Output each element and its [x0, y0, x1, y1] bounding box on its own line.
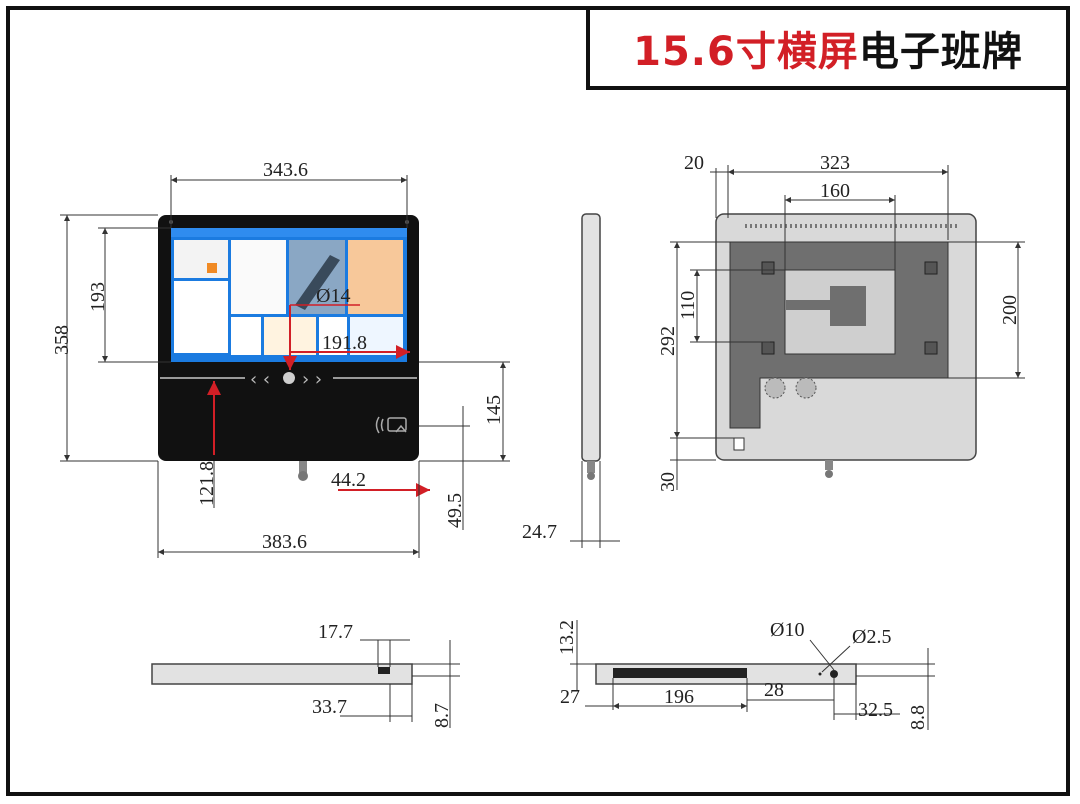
dim-back-width: 323	[820, 152, 850, 174]
dim-196: 196	[664, 686, 694, 708]
dim-dia-2-5: Ø2.5	[852, 626, 891, 648]
side-knob-head	[587, 472, 595, 480]
bracket-inner	[830, 286, 866, 326]
dim-back-110: 110	[677, 291, 699, 320]
nav-arrows-left: ‹ ‹	[250, 369, 270, 390]
screen-tile-4	[348, 240, 403, 314]
dim-27: 27	[560, 686, 580, 708]
title-rest: 电子班牌	[858, 29, 1023, 75]
title-highlight: 15.6寸横屏	[633, 29, 859, 75]
dim-side-depth: 24.7	[522, 521, 557, 543]
dim-28: 28	[764, 679, 784, 701]
speaker-left	[764, 377, 786, 399]
dim-nfc-vertical: 145	[483, 395, 505, 425]
screen-tile-5	[231, 317, 261, 355]
dim-front-width-top: 343.6	[263, 159, 308, 181]
front-view: ‹ ‹ › › 343.6 358 193 Ø14	[51, 159, 510, 558]
dim-back-200: 200	[999, 295, 1021, 325]
dim-33-7: 33.7	[312, 696, 347, 718]
dim-8-7: 8.7	[431, 703, 453, 728]
dim-screen-height: 193	[87, 282, 109, 312]
dim-camera-diameter: Ø14	[316, 285, 350, 307]
speaker-right	[795, 377, 817, 399]
dim-front-height: 358	[51, 325, 73, 355]
dim-back-offset: 20	[684, 152, 704, 174]
screen-tile-8	[350, 317, 403, 355]
screen-tile-1	[174, 240, 228, 278]
dim-17-7: 17.7	[318, 621, 353, 643]
dim-back-30: 30	[657, 472, 679, 492]
dim-back-292: 292	[657, 326, 679, 356]
bottom-left-port	[378, 667, 390, 674]
dim-nfc-from-bottom: 49.5	[444, 493, 466, 528]
screen-tile-orange	[207, 263, 217, 273]
bottom-left-body	[151, 663, 413, 685]
screen-tile-2	[174, 281, 228, 353]
back-view: 323 20 160 200 110 292 30	[657, 152, 1025, 492]
dim-32-5: 32.5	[858, 699, 893, 721]
dim-bracket-width: 160	[820, 180, 850, 202]
back-knob	[825, 460, 833, 470]
dim-nfc-horizontal: 44.2	[331, 469, 366, 491]
title-box: 15.6寸横屏电子班牌	[586, 6, 1070, 90]
bottom-right-hole-2-5	[818, 672, 822, 676]
dim-camera-offset: 191.8	[322, 332, 367, 354]
mount-knob-head	[298, 471, 308, 481]
bottom-right-slot	[613, 668, 747, 678]
side-body	[581, 213, 601, 462]
nfc-icon	[375, 416, 407, 434]
screen-photo-bird	[295, 255, 340, 310]
dim-dia-10: Ø10	[770, 619, 804, 641]
dim-front-width-total: 383.6	[262, 531, 307, 553]
nav-arrows-right: › ›	[302, 369, 322, 390]
camera-lens	[283, 372, 295, 384]
back-port	[733, 437, 745, 451]
screen-header	[171, 228, 407, 237]
screen-tile-3	[231, 240, 286, 314]
bracket-tab	[786, 300, 834, 310]
dim-bottom-height: 121.8	[196, 461, 218, 506]
dim-8-8: 8.8	[907, 705, 929, 730]
mount-knob	[299, 461, 307, 473]
bottom-right-view: 13.2 Ø10 Ø2.5 27 196 28 32.5 8.8	[556, 619, 935, 730]
side-knob	[587, 461, 595, 473]
screen-tile-7	[319, 317, 347, 355]
bottom-left-view: 17.7 33.7 8.7	[151, 621, 460, 728]
dim-13-2: 13.2	[556, 620, 578, 655]
bottom-right-hole-10	[830, 670, 838, 678]
side-view: 24.7	[522, 213, 620, 548]
back-knob-head	[825, 470, 833, 478]
